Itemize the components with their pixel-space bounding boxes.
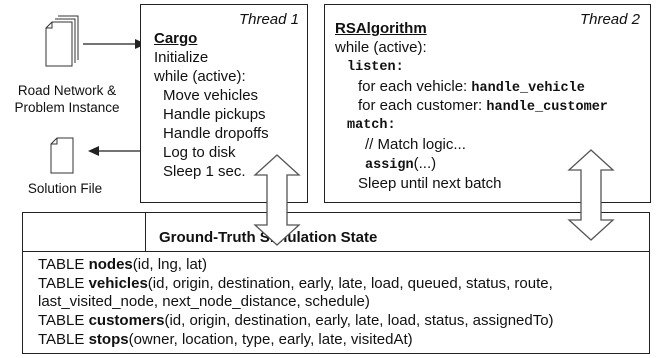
table-customers-prefix: TABLE [38, 312, 89, 329]
state-box: Ground-Truth Simulation State [22, 212, 650, 354]
thread2-vehicle-line: for each vehicle: handle_vehicle [358, 77, 585, 98]
solution-file-icon [50, 137, 74, 174]
table-nodes: TABLE nodes(id, lng, lat) [38, 256, 207, 274]
thread2-customer-prefix: for each customer: [358, 97, 487, 114]
handle-vehicle-fn: handle_vehicle [471, 81, 585, 96]
table-customers: TABLE customers(id, origin, destination,… [38, 312, 554, 330]
thread2-assign-line: assign(...) [365, 154, 436, 175]
road-network-label-line2: Problem Instance [14, 100, 120, 115]
thread1-line-pickups: Handle pickups [163, 106, 266, 123]
solution-file-label: Solution File [27, 181, 103, 196]
thread1-title: Cargo [154, 30, 198, 47]
thread1-line-dropoffs: Handle dropoffs [163, 125, 269, 142]
road-network-label-line1: Road Network & [17, 83, 117, 98]
table-nodes-prefix: TABLE [38, 256, 89, 273]
thread1-box: Thread 1 Cargo Initialize while (active)… [140, 4, 308, 203]
output-arrow [88, 146, 140, 156]
table-stops-prefix: TABLE [38, 331, 89, 348]
table-stops-cols: (owner, location, type, early, late, vis… [128, 331, 413, 348]
thread1-line-sleep: Sleep 1 sec. [163, 163, 246, 180]
thread1-line-move: Move vehicles [163, 87, 259, 104]
table-nodes-name: nodes [88, 256, 133, 273]
table-vehicles-cont-cols: last_visited_node, next_node_distance, s… [38, 293, 370, 310]
assign-fn: assign [365, 158, 414, 173]
table-stops: TABLE stops(owner, location, type, early… [38, 331, 413, 349]
thread2-match-comment: // Match logic... [365, 136, 466, 153]
thread2-vehicle-prefix: for each vehicle: [358, 78, 472, 95]
thread1-line-initialize: Initialize [154, 49, 209, 66]
thread1-line-log: Log to disk [163, 144, 236, 161]
table-nodes-cols: (id, lng, lat) [132, 256, 207, 273]
thread2-while: while (active): [335, 39, 427, 56]
thread1-state-arrow [253, 154, 301, 246]
table-vehicles-cont: last_visited_node, next_node_distance, s… [38, 293, 370, 311]
thread1-label: Thread 1 [238, 11, 299, 28]
table-vehicles-name: vehicles [88, 275, 148, 292]
thread2-title: RSAlgorithm [335, 20, 427, 37]
thread2-customer-line: for each customer: handle_customer [358, 96, 608, 117]
table-vehicles-prefix: TABLE [38, 275, 89, 292]
table-vehicles-cols: (id, origin, destination, early, late, l… [147, 275, 553, 292]
handle-customer-fn: handle_customer [486, 100, 608, 115]
road-network-file-icon [45, 15, 79, 67]
thread2-state-arrow [567, 149, 615, 241]
assign-args: (...) [413, 155, 437, 172]
table-vehicles: TABLE vehicles(id, origin, destination, … [38, 275, 553, 293]
state-header-tick [145, 213, 146, 251]
thread2-label: Thread 2 [579, 11, 640, 28]
table-customers-cols: (id, origin, destination, early, late, l… [164, 312, 554, 329]
road-network-label: Road Network & Problem Instance [6, 82, 128, 116]
table-stops-name: stops [88, 331, 129, 348]
thread2-sleep: Sleep until next batch [358, 175, 502, 192]
state-header-divider [23, 251, 649, 252]
thread2-match: match: [347, 118, 396, 133]
table-customers-name: customers [88, 312, 165, 329]
thread1-line-while: while (active): [154, 68, 246, 85]
thread2-listen: listen: [347, 60, 404, 75]
